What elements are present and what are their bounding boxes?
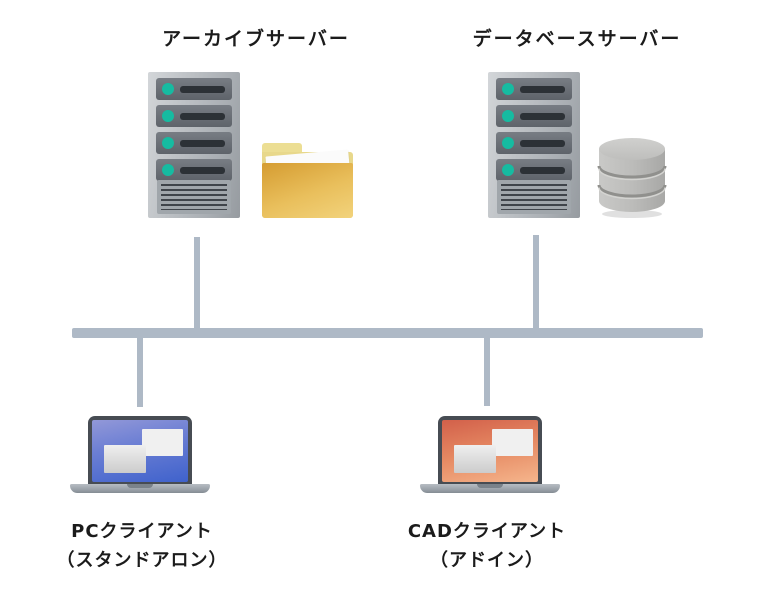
server-slot — [496, 159, 572, 181]
drive-bar — [520, 86, 565, 93]
server-slot — [496, 105, 572, 127]
server-slot — [156, 132, 232, 154]
cad-client-label-line1: CADクライアント — [407, 521, 567, 542]
drive-bar — [520, 167, 565, 174]
laptop-notch — [127, 484, 153, 488]
laptop-display — [92, 420, 188, 482]
drive-bar — [520, 113, 565, 120]
server-vent — [157, 180, 231, 214]
server-slot — [496, 78, 572, 100]
server-tower-icon — [488, 72, 580, 218]
server-slot — [156, 159, 232, 181]
led-indicator-icon — [162, 110, 174, 122]
drive-bar — [180, 167, 225, 174]
folder-front — [262, 163, 353, 218]
led-indicator-icon — [502, 164, 514, 176]
drive-bar — [520, 140, 565, 147]
connector-archive-server — [194, 237, 200, 332]
window-shape — [104, 444, 146, 473]
laptop-display — [442, 420, 538, 482]
pc-client-label-line1: PCクライアント — [71, 521, 213, 542]
server-slot — [496, 132, 572, 154]
connector-database-server — [533, 235, 539, 332]
window-shape — [141, 429, 184, 456]
database-server-label: データベースサーバー — [472, 28, 682, 50]
laptop-notch — [477, 484, 503, 488]
led-indicator-icon — [162, 137, 174, 149]
connector-cad-client — [484, 336, 490, 406]
window-shape — [491, 429, 534, 456]
drive-bar — [180, 113, 225, 120]
archive-server-label: アーカイブサーバー — [162, 28, 350, 50]
pc-client-label: PCクライアント （スタンドアロン） — [57, 517, 228, 575]
server-slot — [156, 78, 232, 100]
laptop-base — [70, 484, 210, 493]
database-cylinder-icon — [597, 138, 667, 218]
server-vent — [497, 180, 571, 214]
connector-pc-client — [137, 336, 143, 407]
drive-bar — [180, 140, 225, 147]
laptop-base — [420, 484, 560, 493]
led-indicator-icon — [162, 164, 174, 176]
laptop-screen — [438, 416, 542, 484]
led-indicator-icon — [502, 137, 514, 149]
server-slot — [156, 105, 232, 127]
laptop-screen — [88, 416, 192, 484]
server-tower-icon — [148, 72, 240, 218]
drive-bar — [180, 86, 225, 93]
cad-client-label: CADクライアント （アドイン） — [408, 517, 566, 575]
led-indicator-icon — [162, 83, 174, 95]
window-shape — [454, 444, 496, 473]
pc-client-label-line2: （スタンドアロン） — [56, 550, 228, 571]
network-bus-line — [72, 328, 703, 338]
led-indicator-icon — [502, 110, 514, 122]
led-indicator-icon — [502, 83, 514, 95]
cad-client-label-line2: （アドイン） — [430, 550, 544, 571]
